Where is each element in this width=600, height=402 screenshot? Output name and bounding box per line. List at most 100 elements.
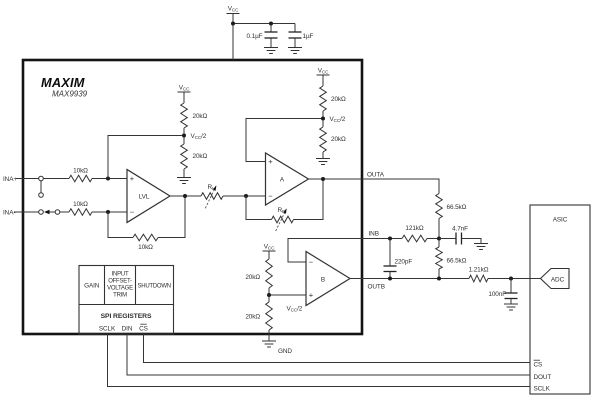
vcc-label-div1: VCC: [179, 85, 190, 92]
spi-cell-offset-line2: OFFSET-: [108, 279, 132, 285]
spi-title: SPI REGISTERS: [101, 313, 152, 320]
spi-cell-shutdown: SHUTDOWN: [138, 284, 171, 290]
spi-cell-offset-line4: TRIM: [113, 293, 127, 299]
spi-pin-cs: CS: [139, 326, 148, 333]
junction-dot: [231, 21, 235, 26]
asic-pin-dout: DOUT: [534, 374, 552, 381]
junction-dot: [267, 293, 271, 297]
vcc-half-label-div3: VCC/2: [287, 306, 303, 313]
opamp-lvl-input-sign-bottom: −: [130, 207, 135, 216]
rf-label: RF: [278, 207, 286, 214]
junction-dot: [183, 194, 187, 198]
r-1_21k-label: 1.21kΩ: [469, 267, 489, 274]
r-div2-top-label: 20kΩ: [331, 96, 346, 103]
inb-pin-label: INB: [369, 231, 379, 238]
opamp-lvl-input-sign-top: +: [130, 174, 135, 183]
r-66k-bottom-label: 66.5kΩ: [447, 258, 467, 265]
r-div3-bottom-label: 20kΩ: [245, 314, 260, 321]
resistor-ri-variable: RI: [200, 184, 266, 209]
opamp-a-input-sign-bottom: −: [268, 191, 273, 200]
spi-pin-din: DIN: [122, 326, 133, 333]
vcc-label-div2: VCC: [318, 68, 329, 75]
bias-divider-lvl: VCC 20kΩ VCC/2 20kΩ: [107, 85, 208, 184]
c-220p-label: 220pF: [395, 259, 413, 266]
switch-terminal: [54, 209, 61, 215]
vcc-half-label-div2: VCC/2: [330, 116, 346, 123]
opamp-a-input-sign-top: +: [268, 157, 273, 166]
maxim-logo: MAXIM: [41, 75, 85, 90]
outb-path: OUTB 1.21kΩ 100nF: [350, 267, 541, 311]
opamp-lvl: LVL + −: [126, 168, 172, 224]
ground-symbol: [474, 243, 488, 250]
bypass-cap2-label: 1µF: [303, 33, 314, 40]
junction-dot: [269, 21, 273, 26]
junction-dot: [321, 116, 325, 121]
ground-symbol: [177, 177, 191, 184]
r-lvl-feedback-label: 10kΩ: [138, 244, 153, 251]
opamp-a: A + −: [264, 151, 310, 207]
vcc-label-div3: VCC: [264, 244, 275, 251]
opamp-b: B − +: [305, 250, 352, 307]
spi-cell-gain: GAIN: [84, 283, 100, 290]
opamp-b-label: B: [321, 276, 325, 283]
ground-symbol: [316, 158, 330, 165]
r-div3-top-label: 20kΩ: [245, 274, 260, 281]
adc-input-symbol: [539, 267, 570, 290]
spi-cell-offset-line3: VOLTAGE: [107, 286, 133, 292]
opamp-b-input-sign-top: −: [309, 257, 314, 266]
adc-label: ADC: [551, 276, 565, 283]
ground-symbol: [264, 47, 278, 54]
spi-bus-wires: [107, 334, 530, 387]
spi-pin-sclk: SCLK: [99, 326, 116, 333]
r-ina-plus-label: 10kΩ: [73, 168, 88, 175]
junction-dot: [321, 177, 325, 181]
asic-title: ASIC: [553, 217, 568, 224]
opamp-lvl-label: LVL: [139, 193, 150, 200]
r-div2-bottom-label: 20kΩ: [331, 136, 346, 143]
ground-symbol: [504, 303, 518, 311]
spi-registers-block: GAIN INPUT OFFSET- VOLTAGE TRIM SHUTDOWN…: [78, 264, 175, 335]
spi-cell-offset-line1: INPUT: [112, 272, 129, 278]
r-66k-top-label: 66.5kΩ: [447, 204, 467, 211]
asic-pin-sclk: SCLK: [534, 386, 551, 393]
switch-terminal: [38, 175, 44, 182]
switch-terminal: [38, 192, 44, 198]
c-4n7-label: 4.7nF: [452, 226, 468, 233]
max9939-chip-box: [21, 58, 364, 336]
junction-dot: [388, 276, 392, 281]
junction-dot: [437, 276, 441, 281]
opamp-a-label: A: [280, 177, 285, 184]
r-ina-minus-label: 10kΩ: [73, 201, 88, 208]
part-number: MAX9939: [52, 90, 88, 99]
r-121k-label: 121kΩ: [405, 225, 423, 232]
lvl-feedback: 10kΩ: [107, 196, 186, 251]
outb-pin-label: OUTB: [368, 283, 385, 290]
gnd-pin-label: GND: [278, 348, 292, 355]
ground-symbol: [288, 47, 302, 54]
switch-terminal: [38, 209, 44, 215]
r-div1-bottom-label: 20kΩ: [193, 153, 208, 160]
r-div1-top-label: 20kΩ: [193, 113, 208, 120]
bias-divider-a: VCC 20kΩ VCC/2 20kΩ: [245, 68, 346, 165]
c-100n-label: 100nF: [488, 291, 506, 298]
ri-label: RI: [208, 184, 214, 191]
asic-pin-cs: CS: [534, 362, 543, 369]
outa-path: OUTA: [308, 172, 440, 194]
rf-feedback-a: RF: [245, 179, 324, 232]
opamp-b-input-sign-bottom: +: [309, 290, 314, 299]
ground-symbol: [262, 340, 276, 348]
supply-decoupling: VCC 0.1µF 1µF: [226, 6, 314, 60]
outa-pin-label: OUTA: [367, 172, 385, 179]
junction-dot: [182, 133, 186, 138]
vcc-label-top: VCC: [228, 6, 239, 13]
filter-network: 66.5kΩ 66.5kΩ INB 121kΩ 4.7nF 220pF: [287, 193, 488, 279]
brand-block: MAXIM MAX9939: [41, 75, 88, 99]
bias-divider-b: VCC 20kΩ VCC/2 20kΩ GND: [245, 244, 306, 355]
vcc-half-label-div1: VCC/2: [191, 133, 207, 140]
input-switch: [38, 180, 44, 198]
bypass-cap1-label: 0.1µF: [247, 33, 263, 40]
ina-minus-pin-label: INA-: [3, 210, 15, 217]
ina-plus-pin-label: INA+: [3, 176, 17, 183]
